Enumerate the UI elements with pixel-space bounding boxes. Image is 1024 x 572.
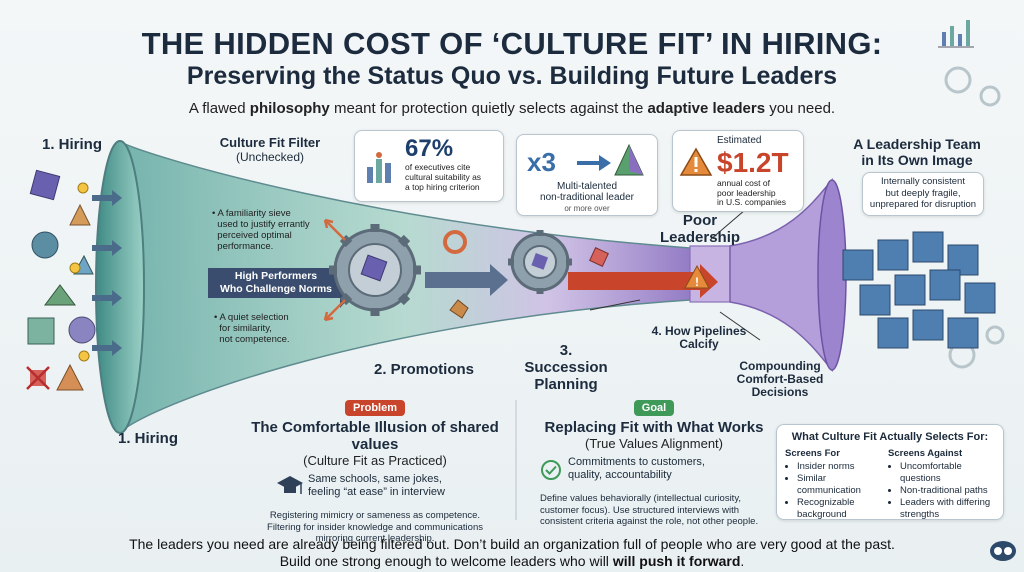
stat-cost-prefix: Estimated xyxy=(717,135,762,146)
problem-title: The Comfortable Illusion of shared value… xyxy=(251,419,499,453)
goal-icon-text: Commitments to customers,quality, accoun… xyxy=(568,456,705,481)
pyramid-icon xyxy=(577,143,644,176)
rejected-x-icon xyxy=(26,366,50,390)
promotions-gear-icon xyxy=(329,224,421,316)
stage-hiring-bottom: 1. Hiring xyxy=(118,430,179,447)
bar-people-icon xyxy=(367,152,391,183)
succession-gear-icon xyxy=(508,230,572,294)
stat-x3-value: x3 xyxy=(527,147,556,177)
problem-body: Registering mimicry or sameness as compe… xyxy=(267,510,483,544)
lightbulb-icon xyxy=(69,182,90,362)
screens-against-column: Screens Against Uncomfortable questions … xyxy=(888,448,995,521)
mid-arrow xyxy=(425,264,508,296)
goal-section: Goal Replacing Fit with What Works (True… xyxy=(520,398,788,528)
candidate-shapes xyxy=(26,169,96,391)
goal-title: Replacing Fit with What Works xyxy=(544,419,764,436)
problem-subtitle: (Culture Fit as Practiced) xyxy=(303,453,447,468)
page-subtitle: Preserving the Status Quo vs. Building F… xyxy=(186,62,838,90)
screens-for-item: Recognizable background xyxy=(797,497,888,521)
gear-icon xyxy=(944,66,1005,369)
culture-fit-filter-label: Culture Fit Filter (Unchecked) xyxy=(219,135,321,164)
warning-triangle-icon xyxy=(679,147,713,176)
filter-bullet-1: • A familiarity sieve used to justify er… xyxy=(212,208,310,252)
entry-arrows xyxy=(92,190,122,356)
red-flow-arrow xyxy=(568,264,718,298)
problem-section: Problem The Comfortable Illusion of shar… xyxy=(240,398,510,545)
cube-stack xyxy=(842,231,996,349)
stage-hiring-top: 1. Hiring xyxy=(42,136,103,153)
bar-chart-icon xyxy=(938,20,974,48)
graduation-cap-icon xyxy=(277,476,303,494)
deflect-arrows xyxy=(323,218,346,322)
screens-against-item: Non-traditional paths xyxy=(900,485,995,497)
check-circle-icon xyxy=(541,460,561,480)
screens-against-item: Leaders with differing strengths xyxy=(900,497,995,521)
page-title: THE HIDDEN COST OF ‘CULTURE FIT’ IN HIRI… xyxy=(141,26,883,61)
high-performers-label: High Performers Who Challenge Norms xyxy=(219,270,332,295)
screens-for-column: Screens For Insider norms Similar commun… xyxy=(785,448,888,521)
bottom-line-1: The leaders you need are already being f… xyxy=(129,536,895,552)
stage-promotions: 2. Promotions xyxy=(374,361,475,378)
goal-body: Define values behaviorally (intellectual… xyxy=(540,493,759,527)
screens-against-item: Uncomfortable questions xyxy=(900,461,995,485)
selects-card: What Culture Fit Actually Selects For: S… xyxy=(776,424,1004,520)
problem-icon-text: Same schools, same jokes,feeling “at eas… xyxy=(308,473,445,498)
problem-badge: Problem xyxy=(344,400,405,416)
screens-for-item: Insider norms xyxy=(797,461,888,473)
goal-subtitle: (True Values Alignment) xyxy=(584,436,723,451)
page-tagline: A flawed philosophy meant for protection… xyxy=(188,100,836,117)
stat-67-value: 67% xyxy=(405,135,454,162)
stat-cost-value: $1.2T xyxy=(717,147,789,178)
screens-for-item: Similar communication xyxy=(797,473,888,497)
red-gear-icon xyxy=(443,230,467,254)
brand-logo-icon xyxy=(990,541,1016,561)
selects-title: What Culture Fit Actually Selects For: xyxy=(791,431,989,443)
goal-badge: Goal xyxy=(633,400,675,416)
bottom-line-2: Build one strong enough to welcome leade… xyxy=(279,553,745,569)
warning-icon: ! xyxy=(684,264,710,289)
filter-bullet-2: • A quiet selection for similarity, not … xyxy=(214,312,290,345)
high-performers-arrow xyxy=(208,258,362,308)
svg-text:!: ! xyxy=(695,275,699,289)
pointer-lines xyxy=(589,209,761,341)
